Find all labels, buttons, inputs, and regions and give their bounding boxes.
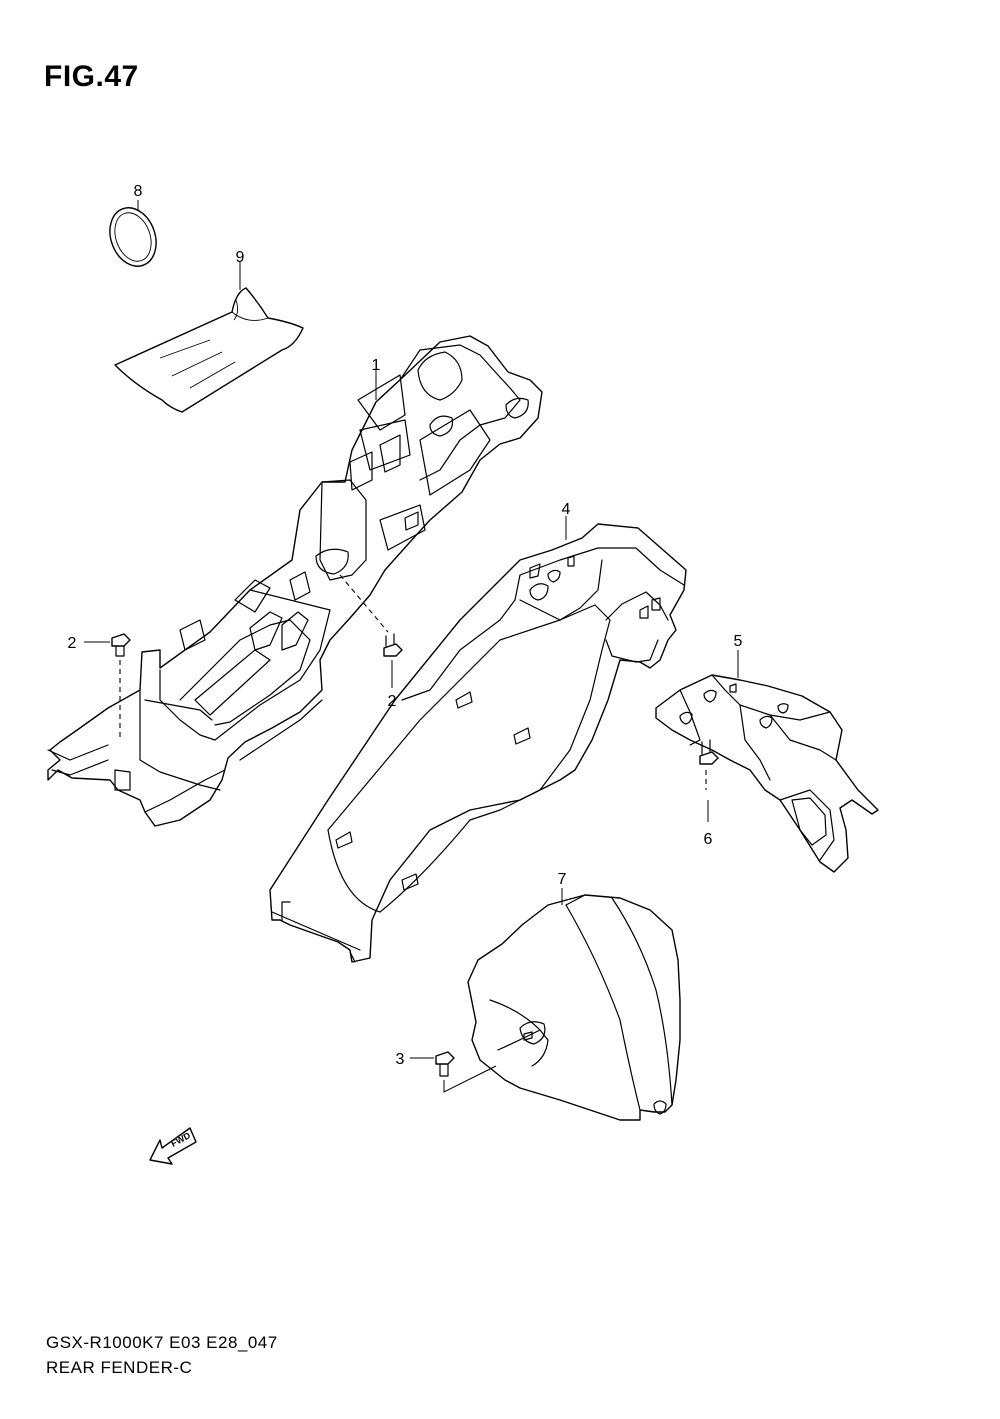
callout-5: 5 [734, 633, 743, 650]
part-6-bolt[interactable] [699, 739, 719, 765]
figure-title: FIG.47 [44, 60, 139, 93]
part-1-rear-fender[interactable] [47, 335, 543, 827]
part-9-tool-bag[interactable] [114, 287, 304, 413]
part-4-inner-fender[interactable] [269, 523, 687, 963]
callout-4: 4 [562, 501, 571, 518]
part-2-center-bolt[interactable] [383, 633, 403, 657]
part-2-left-bolt[interactable] [111, 633, 131, 657]
callout-8: 8 [134, 183, 143, 200]
part-5-bracket[interactable] [655, 674, 879, 873]
fwd-arrow-icon: FWD [149, 1127, 197, 1165]
part-7-rear-hugger[interactable] [467, 894, 681, 1121]
callout-2-left: 2 [68, 635, 77, 652]
model-code: GSX-R1000K7 E03 E28_047 [46, 1333, 278, 1352]
callout-9: 9 [236, 249, 245, 266]
section-name: REAR FENDER-C [46, 1358, 193, 1377]
callout-1: 1 [372, 357, 381, 374]
callout-3: 3 [396, 1051, 405, 1068]
callout-7: 7 [558, 871, 567, 888]
part-3-bolt[interactable] [435, 1051, 455, 1077]
callout-2-center: 2 [388, 693, 397, 710]
part-8-ring[interactable] [102, 201, 164, 272]
callout-6: 6 [704, 831, 713, 848]
